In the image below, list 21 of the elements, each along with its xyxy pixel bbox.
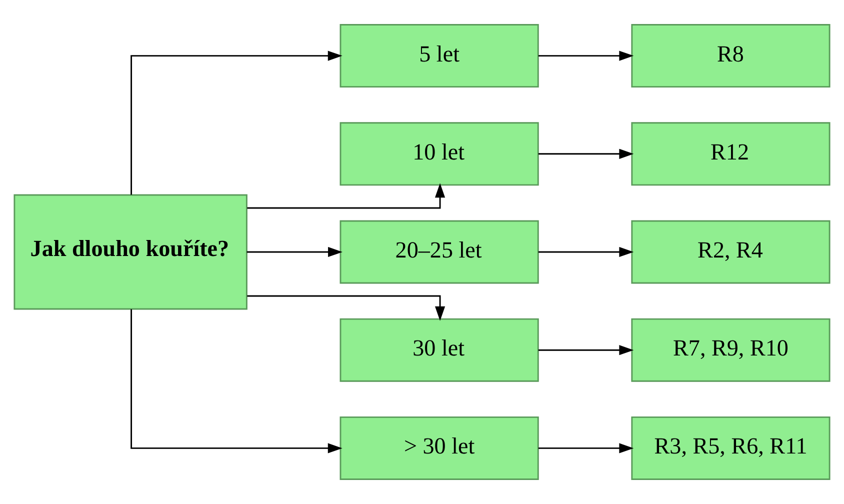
arrow <box>538 50 634 61</box>
arrow <box>538 345 634 356</box>
node-box: R3, R5, R6, R11 <box>631 416 830 480</box>
arrow <box>130 50 342 195</box>
arrow <box>538 148 634 159</box>
node-box: R12 <box>631 122 830 186</box>
node-box: 5 let <box>340 24 539 88</box>
node-box: 20–25 let <box>340 220 539 284</box>
node-box: Jak dlouho kouříte? <box>14 194 248 310</box>
node-box: 10 let <box>340 122 539 186</box>
arrow <box>538 246 634 258</box>
arrow <box>246 246 342 258</box>
node-box: 30 let <box>340 318 539 382</box>
arrow <box>538 443 634 454</box>
node-box: R7, R9, R10 <box>631 318 830 382</box>
arrow <box>130 309 342 454</box>
arrow <box>247 295 446 321</box>
node-box: > 30 let <box>340 416 539 480</box>
node-box: R8 <box>631 24 830 88</box>
node-box: R2, R4 <box>631 220 830 284</box>
arrow <box>247 183 446 209</box>
